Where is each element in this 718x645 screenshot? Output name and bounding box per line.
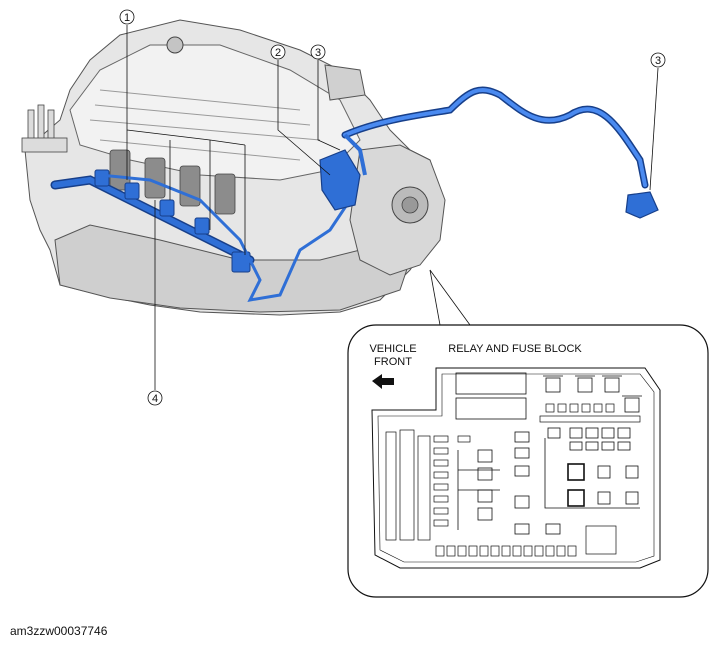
harness-connector bbox=[625, 191, 659, 219]
vehicle-front-label-1: VEHICLE bbox=[369, 343, 416, 355]
callout-1: 1 bbox=[119, 9, 135, 25]
svg-text:4: 4 bbox=[152, 393, 158, 405]
callout-3-harness: 3 bbox=[650, 52, 666, 68]
inset-frame bbox=[347, 324, 709, 598]
svg-text:3: 3 bbox=[655, 55, 661, 67]
relay-fuse-block-title: RELAY AND FUSE BLOCK bbox=[448, 343, 582, 355]
relay-fuse-inset: VEHICLE FRONT RELAY AND FUSE BLOCK bbox=[347, 324, 709, 598]
engine-connector bbox=[319, 149, 361, 211]
wiring-harness bbox=[319, 86, 659, 219]
callout-4: 4 bbox=[147, 390, 163, 406]
vehicle-front-label-2: FRONT bbox=[374, 356, 412, 368]
callout-2: 2 bbox=[270, 44, 286, 60]
svg-text:3: 3 bbox=[315, 47, 321, 59]
svg-text:1: 1 bbox=[124, 12, 130, 24]
callout-3-engine: 3 bbox=[310, 44, 326, 60]
fuel-injector-harness bbox=[50, 169, 352, 302]
figure-id: am3zzw00037746 bbox=[10, 624, 108, 638]
vehicle-front-arrow bbox=[372, 374, 394, 389]
fuse-block-outline bbox=[371, 367, 661, 569]
svg-text:2: 2 bbox=[275, 47, 281, 59]
